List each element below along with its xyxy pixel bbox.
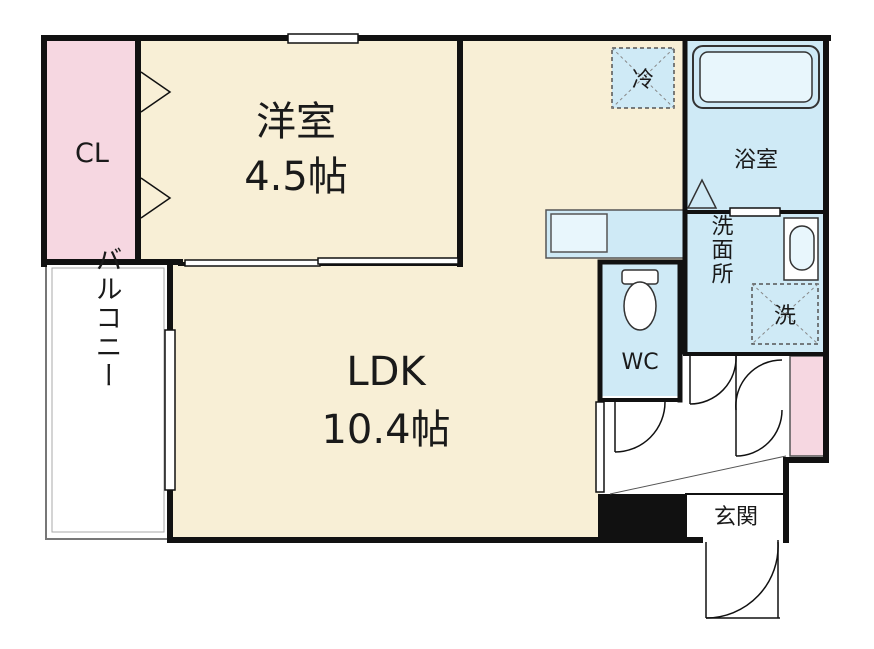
fridge-label: 冷 [632, 68, 654, 93]
ldk-hall-door [595, 401, 605, 493]
toilet-label: WC [621, 350, 658, 375]
bathroom-label: 浴室 [734, 148, 778, 173]
wash-basin-bowl [789, 225, 815, 271]
closet-floor [46, 38, 138, 262]
pillar [598, 494, 686, 538]
washer-label: 洗 [774, 304, 796, 329]
fridge-diagonal-2 [611, 47, 675, 109]
toilet-bowl [623, 281, 657, 331]
bathtub-inner [699, 51, 813, 103]
closet-label: CL [75, 138, 109, 169]
entrance-step [609, 455, 787, 495]
western-room-size: 4.5帖 [244, 154, 348, 200]
washer-diagonal-2 [751, 283, 819, 345]
closet-doors [139, 70, 172, 240]
western-room-label: 洋室 [256, 99, 336, 145]
bath-door-mark [686, 178, 718, 209]
western-sliding-door [184, 257, 459, 267]
washroom-label: 洗面所 [708, 214, 734, 286]
ldk-size: 10.4帖 [321, 407, 450, 453]
walls [41, 35, 831, 543]
balcony-rail [51, 267, 165, 533]
ldk-floor [170, 262, 600, 538]
ldk-label: LDK [346, 349, 427, 395]
shoe-cabinet [789, 355, 825, 457]
door-swings [614, 355, 783, 619]
window-top [287, 33, 359, 44]
kitchen-sink [550, 213, 608, 253]
window-balcony-door [164, 329, 176, 491]
entrance-label: 玄関 [714, 505, 758, 530]
window-bath [729, 207, 781, 217]
balcony-label: バルコニー [91, 246, 122, 391]
western-room-floor [138, 38, 460, 262]
